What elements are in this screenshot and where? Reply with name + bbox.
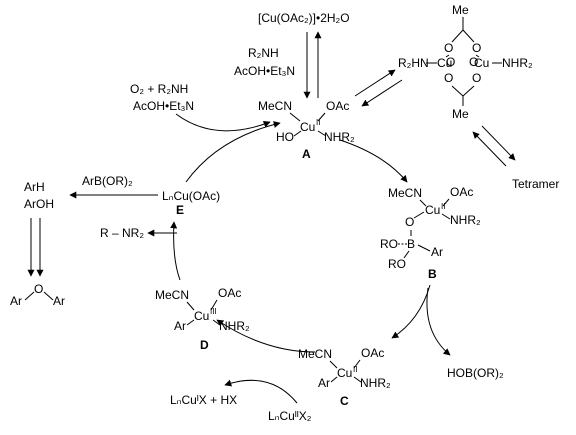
E-formula: LₙCu(OAc)	[162, 189, 220, 203]
arrow-B-to-C	[391, 284, 431, 339]
C-oxidation-state: II	[353, 365, 357, 374]
arrow-dimer-to-tetramer	[481, 125, 516, 161]
dimer-oxygen-top-left: O	[444, 41, 453, 55]
D-oxidation-state: III	[210, 307, 217, 316]
B-alkoxy-1: RO	[380, 237, 398, 251]
B-amine: NHR₂	[450, 213, 481, 227]
complex-D: MeCN OAc Cu III Ar NHR₂ D	[155, 286, 250, 352]
dimer-copper-left: Cu	[437, 56, 452, 70]
C-oac: OAc	[361, 346, 384, 360]
diaryl-ether: Ar O Ar	[10, 282, 65, 308]
acid-reagent-left: AcOH•Et₃N	[133, 99, 194, 113]
C-copper: Cu	[337, 366, 352, 380]
complex-A: MeCN OAc Cu II HO NHR₂ A	[258, 99, 355, 161]
dimer-oxygen-center-right: O	[469, 55, 478, 69]
ether-aryl-1: Ar	[10, 294, 22, 308]
A-amine: NHR₂	[324, 130, 355, 144]
A-oac: OAc	[326, 99, 349, 113]
D-oac: OAc	[218, 286, 241, 300]
amine-reagent-top: R₂NH	[248, 46, 279, 60]
B-label: B	[428, 267, 437, 281]
dimer-copper-right: Cu	[474, 56, 489, 70]
E-label: E	[176, 203, 184, 217]
acid-reagent-top: AcOH•Et₃N	[234, 64, 295, 78]
D-mecn: MeCN	[155, 288, 189, 302]
A-oxidation-state: II	[316, 118, 320, 127]
arrow-D-to-E	[170, 221, 181, 281]
arh-side-product: ArH	[24, 180, 45, 194]
D-aryl: Ar	[174, 319, 186, 333]
dimer-right-amine: NHR₂	[502, 56, 533, 70]
B-alkoxy-2: RO	[388, 257, 406, 271]
cu-starting-salt-label: LₙCuᴵᴵX₂	[268, 409, 312, 423]
dimer-oxygen-top-right: O	[472, 41, 481, 55]
arrow-cu-reduction	[224, 379, 298, 404]
arrow-A-to-B	[339, 139, 408, 183]
arrow-A-to-dimer	[354, 69, 396, 97]
copper-acetate-dimer: Me O O O O R₂HN Cu Cu NHR₂ O O Me	[398, 3, 533, 121]
B-mecn: MeCN	[388, 186, 422, 200]
C-mecn: MeCN	[298, 347, 332, 361]
dimer-bottom-methyl: Me	[452, 107, 469, 121]
B-aryl: Ar	[431, 245, 443, 259]
B-boron: B	[407, 237, 415, 251]
copper-source-label: [Cu(OAc₂)]•2H₂O	[258, 11, 350, 25]
arrow-byproduct-HOB	[426, 287, 451, 356]
B-oxygen: O	[405, 215, 414, 229]
B-oxidation-state: II	[441, 202, 445, 211]
arrow-C-to-D	[216, 319, 316, 353]
boronic-input-label: ArB(OR)₂	[82, 174, 133, 188]
B-copper: Cu	[425, 203, 440, 217]
complex-C: MeCN OAc Cu II Ar NHR₂ C	[298, 346, 391, 408]
oxidant-amine-label: O₂ + R₂NH	[130, 82, 188, 96]
ether-aryl-2: Ar	[53, 294, 65, 308]
D-copper: Cu	[194, 309, 209, 323]
dimer-oxygen-center-left: O	[446, 55, 455, 69]
A-mecn: MeCN	[258, 99, 292, 113]
ether-oxygen: O	[34, 282, 43, 296]
tetramer-label: Tetramer	[512, 177, 559, 191]
amine-product-label: R – NR₂	[100, 226, 144, 240]
C-label: C	[340, 394, 349, 408]
dimer-left-amine: R₂HN	[398, 56, 429, 70]
complex-B: MeCN OAc Cu II NHR₂ O RO B Ar RO B	[380, 185, 481, 281]
C-aryl: Ar	[318, 376, 330, 390]
hob-byproduct-label: HOB(OR)₂	[447, 366, 504, 380]
dimer-top-methyl: Me	[452, 3, 469, 17]
arrow-oxidant-into-A	[175, 113, 271, 132]
dimer-oxygen-bottom-left: O	[444, 71, 453, 85]
arrow-dimer-to-A	[361, 79, 403, 107]
complex-E: LₙCu(OAc) E	[162, 189, 220, 217]
A-label: A	[302, 147, 311, 161]
A-hydroxide: HO	[276, 130, 294, 144]
aroh-side-product: ArOH	[24, 197, 54, 211]
A-copper: Cu	[300, 120, 315, 134]
arrow-tetramer-to-dimer	[472, 131, 507, 167]
arrow-E-to-A	[185, 121, 281, 183]
cu-reduced-product-label: LₙCuᴵX + HX	[170, 393, 237, 407]
D-label: D	[200, 338, 209, 352]
D-amine: NHR₂	[219, 319, 250, 333]
C-amine: NHR₂	[360, 376, 391, 390]
dimer-oxygen-bottom-right: O	[472, 71, 481, 85]
B-oac: OAc	[450, 185, 473, 199]
